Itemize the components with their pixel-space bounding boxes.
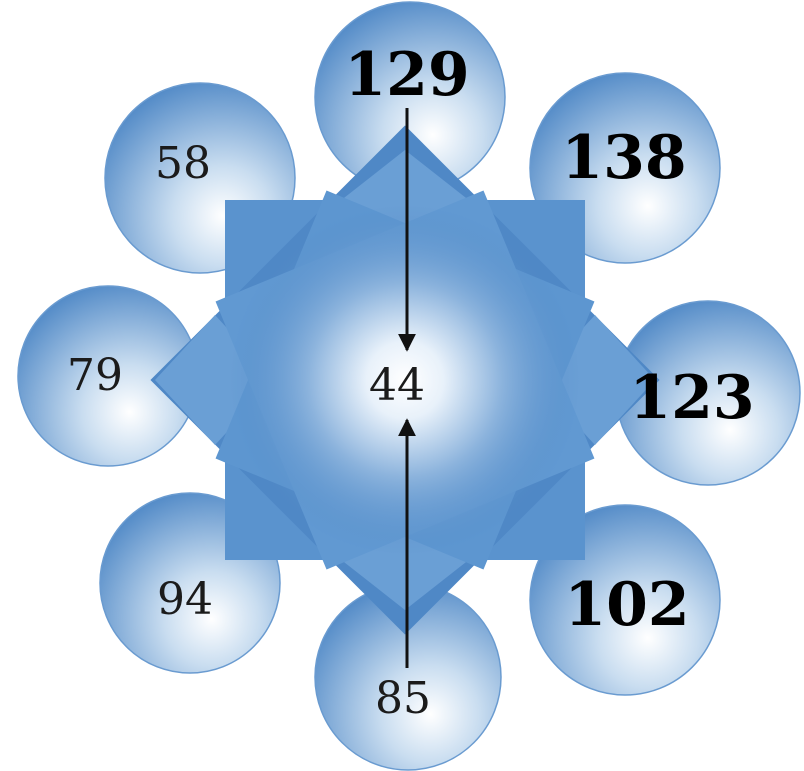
value-top-right: 138: [561, 123, 686, 193]
value-top-left: 58: [155, 138, 211, 189]
value-bottom: 85: [375, 673, 431, 724]
value-right: 123: [629, 363, 754, 433]
value-bottom-right: 102: [564, 570, 689, 640]
center-value: 44: [369, 360, 425, 411]
value-bottom-left: 94: [157, 574, 213, 625]
value-top: 129: [344, 40, 469, 110]
value-left: 79: [67, 350, 123, 401]
